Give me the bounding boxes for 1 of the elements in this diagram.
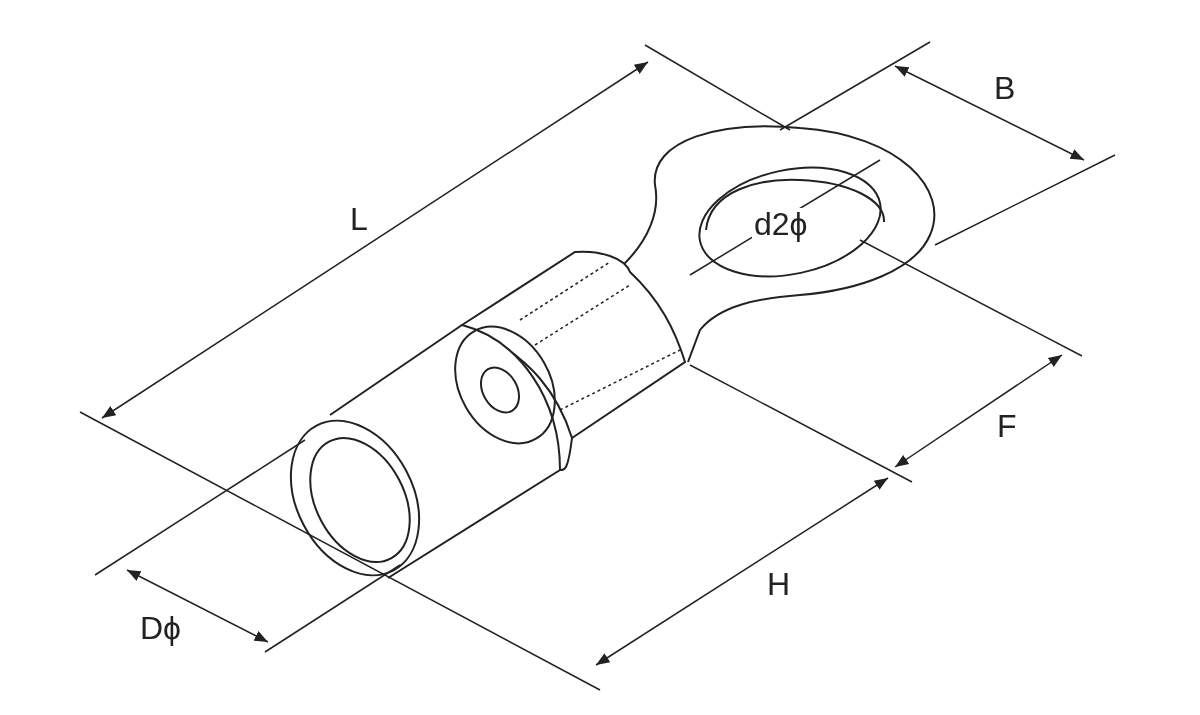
dimension-label: d2ϕ xyxy=(752,208,810,240)
